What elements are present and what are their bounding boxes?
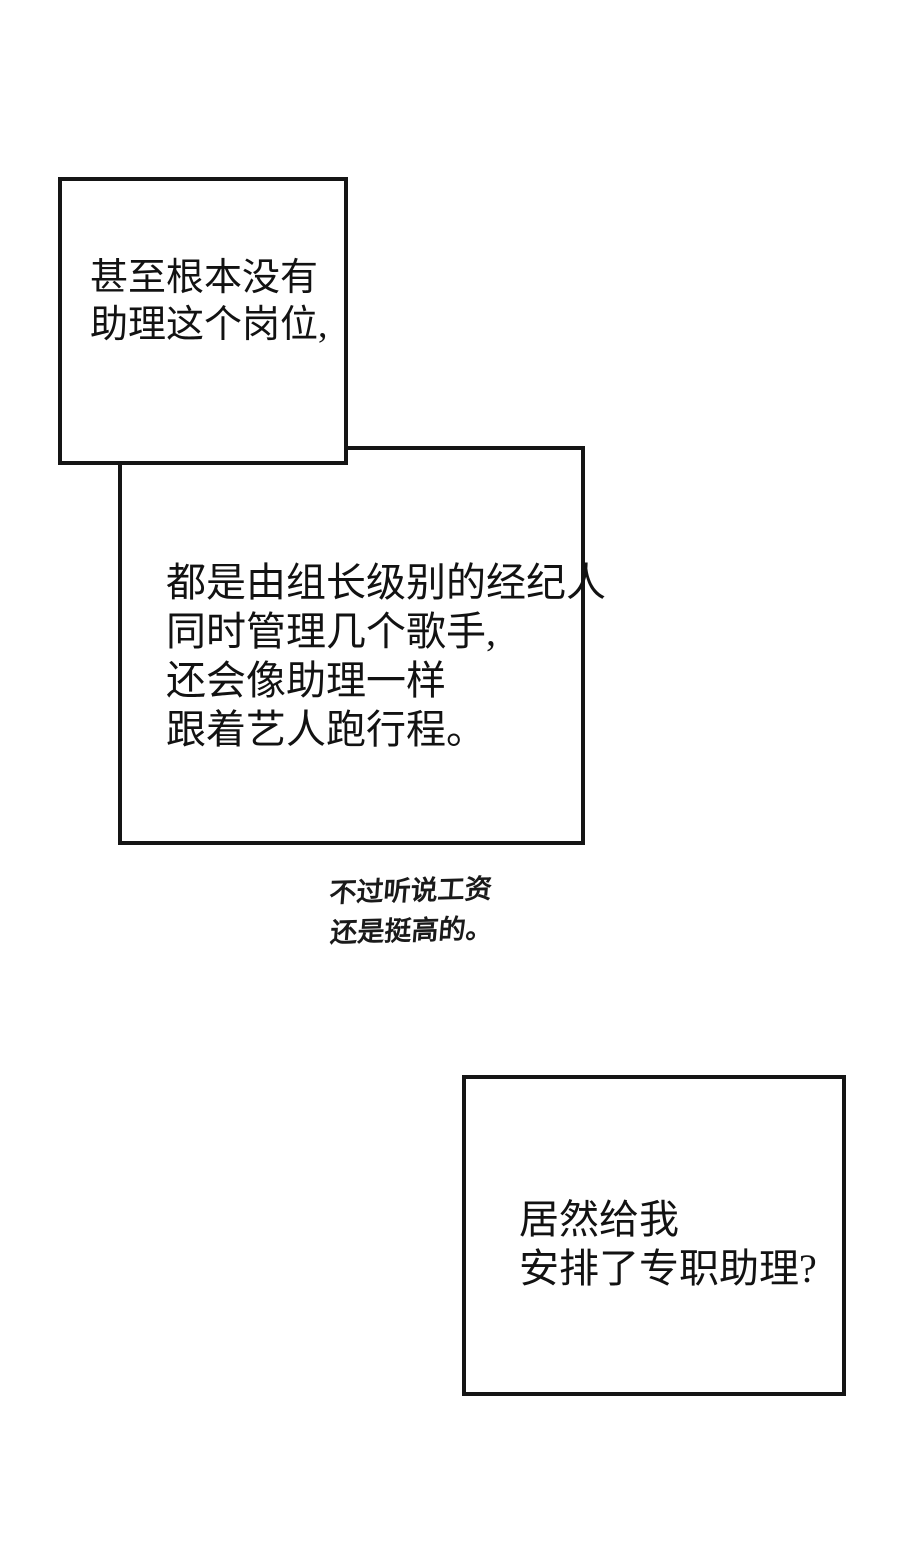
bubble-2-line-2: 同时管理几个歌手, [166, 609, 496, 654]
bubble-1-line-1: 甚至根本没有 [90, 257, 319, 299]
bubble-2-line-1: 都是由组长级别的经纪人 [166, 560, 606, 605]
bubble-1-line-2: 助理这个岗位, [90, 304, 328, 346]
bubble-joint-mask [122, 443, 344, 453]
handwritten-narration: 不过听说工资 还是挺高的。 [325, 870, 498, 954]
narration-line-2: 还是挺高的。 [329, 913, 494, 949]
bubble-2-line-4: 跟着艺人跑行程。 [166, 707, 486, 752]
bubble-3-line-2: 安排了专职助理? [519, 1246, 817, 1291]
bubble-3-line-1: 居然给我 [519, 1197, 679, 1242]
narration-line-1: 不过听说工资 [328, 873, 494, 909]
bubble-2-line-3: 还会像助理一样 [166, 658, 446, 703]
speech-bubble-1: 甚至根本没有 助理这个岗位, [58, 177, 348, 465]
speech-bubble-3-text: 居然给我 安排了专职助理? [519, 1195, 817, 1293]
speech-bubble-2: 都是由组长级别的经纪人 同时管理几个歌手, 还会像助理一样 跟着艺人跑行程。 [118, 446, 606, 845]
speech-bubble-3: 居然给我 安排了专职助理? [462, 1075, 846, 1396]
speech-bubble-2-text: 都是由组长级别的经纪人 同时管理几个歌手, 还会像助理一样 跟着艺人跑行程。 [166, 558, 606, 754]
speech-bubble-1-text: 甚至根本没有 助理这个岗位, [90, 255, 328, 349]
